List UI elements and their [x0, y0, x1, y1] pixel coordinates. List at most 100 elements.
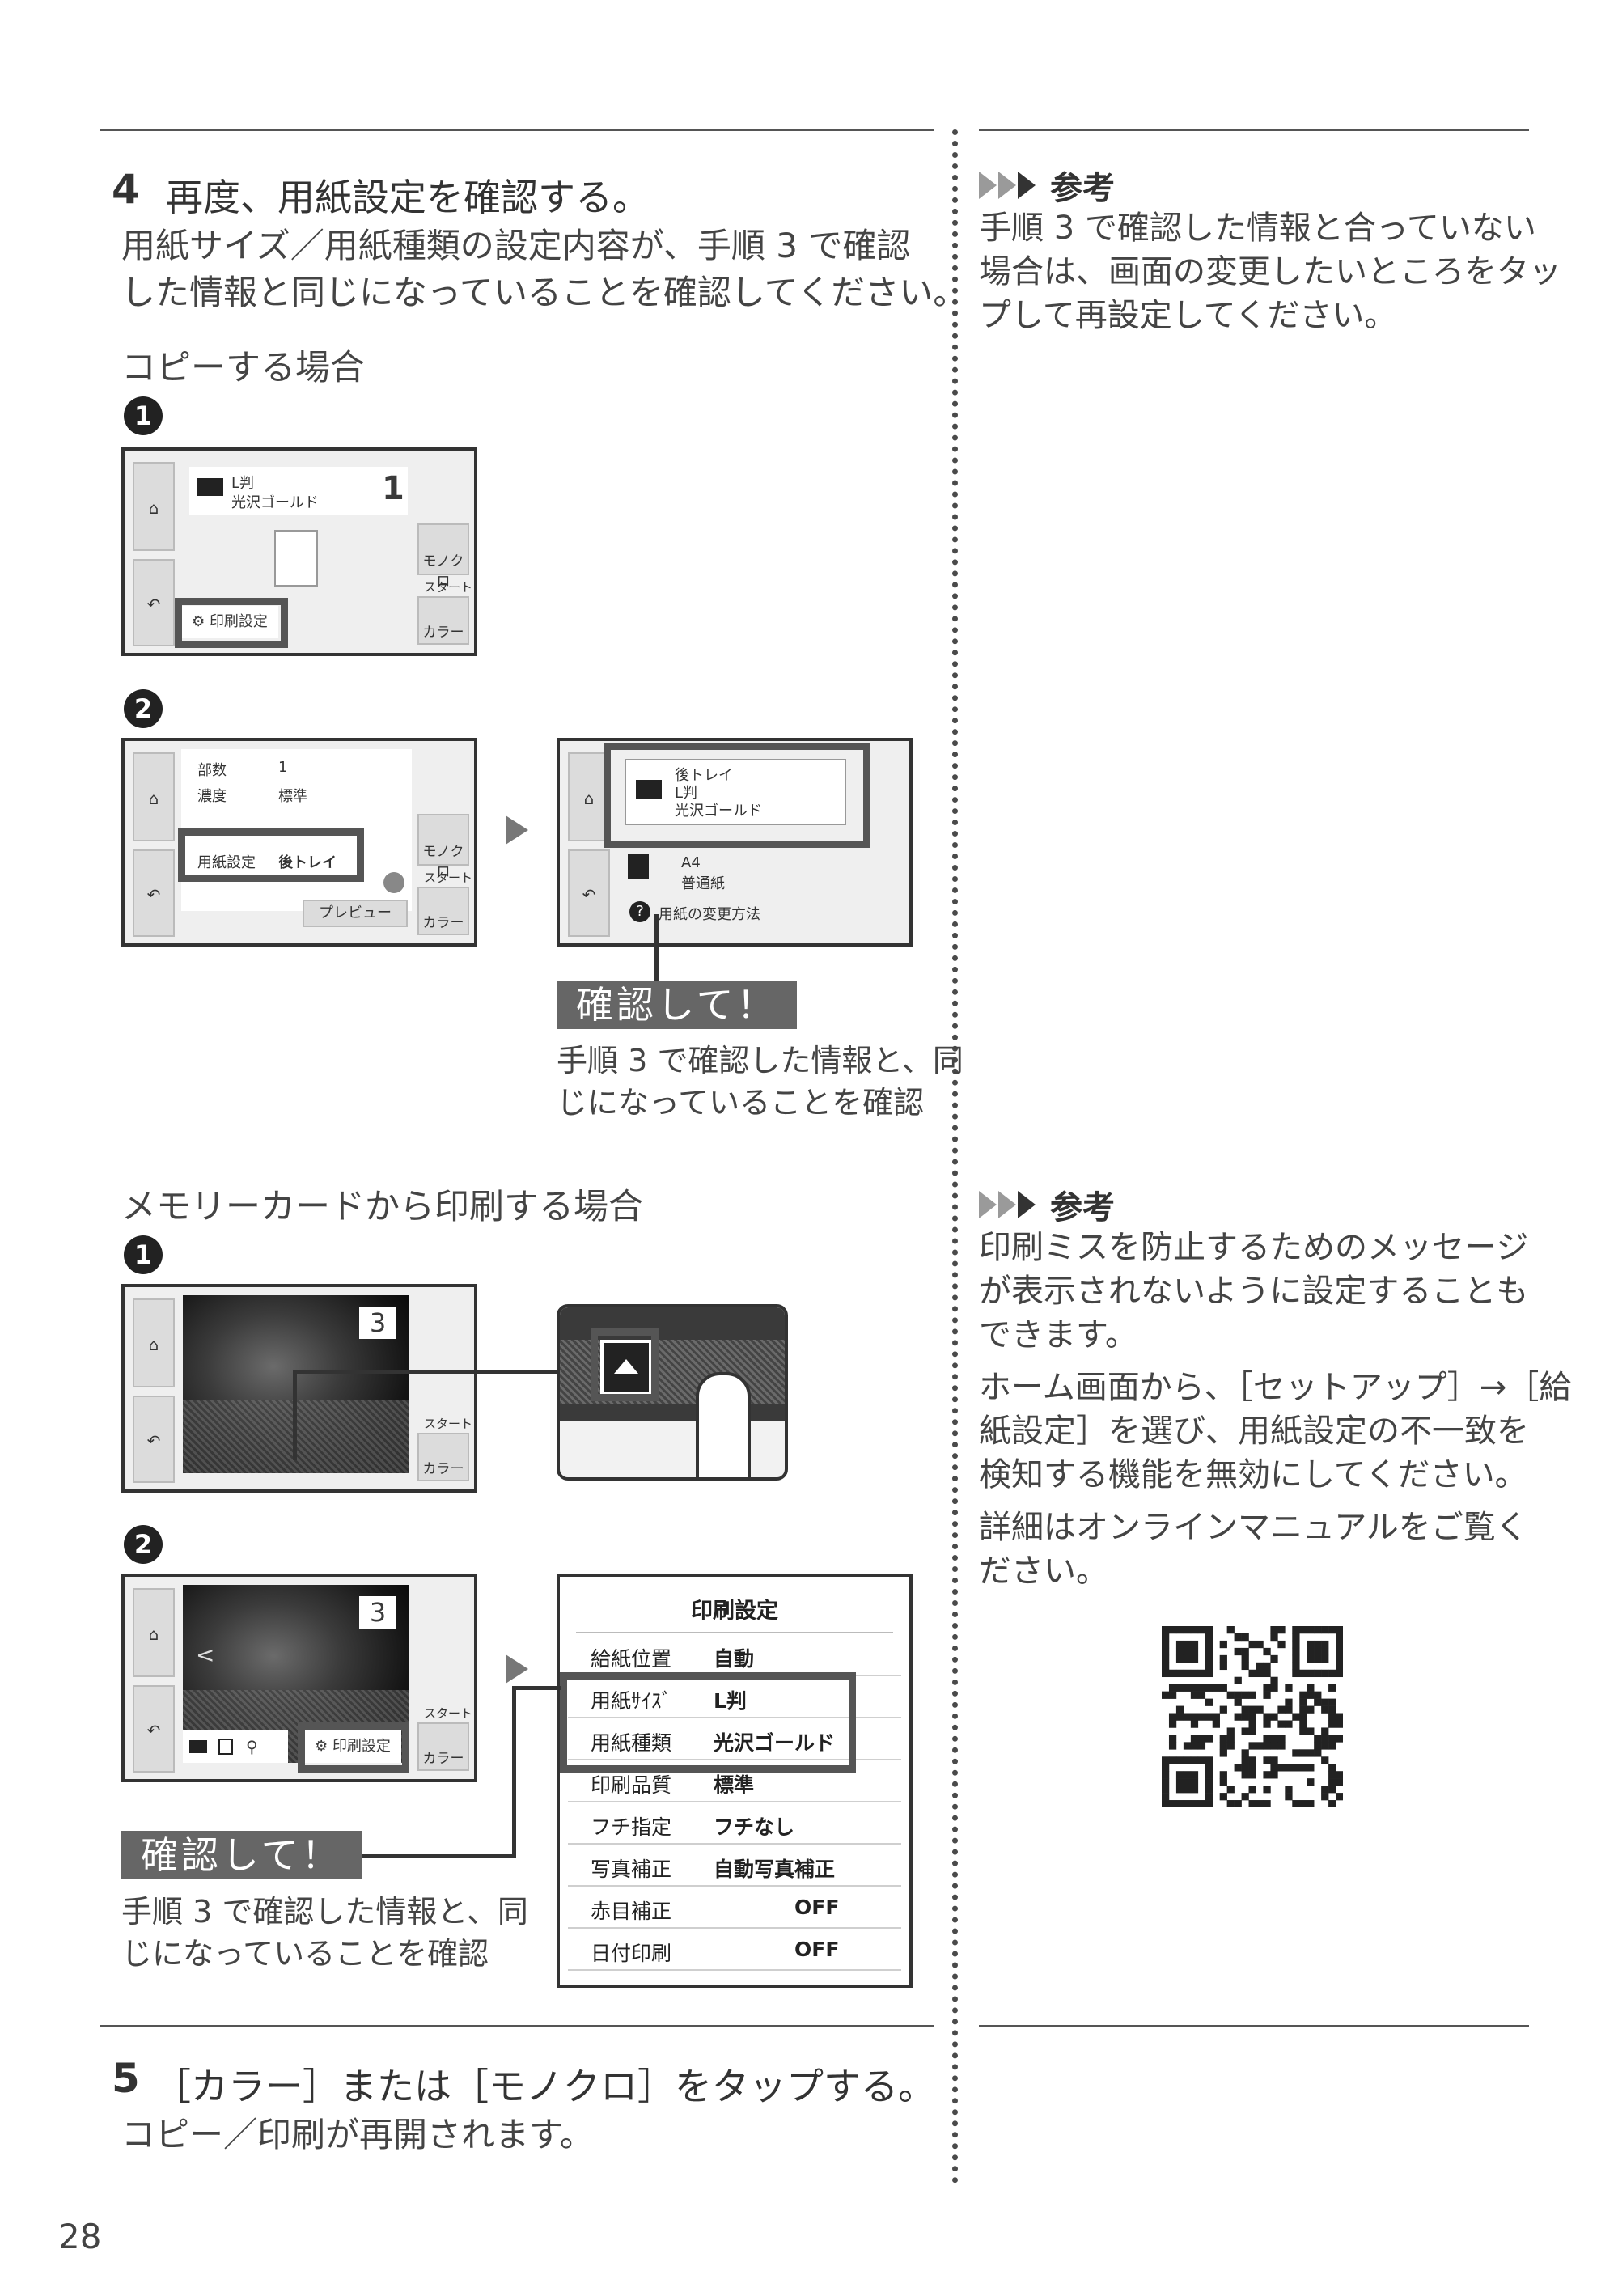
calendar-icon[interactable] — [218, 1739, 233, 1755]
display-mode-icon[interactable] — [189, 1740, 207, 1753]
copy-step1-marker: 1 — [124, 396, 163, 435]
home-icon: ⌂ — [148, 498, 159, 518]
up-arrow-icon — [614, 1359, 638, 1374]
note1-header: 参考 — [979, 162, 1115, 209]
settings-row-key: 給紙位置 — [591, 1647, 672, 1671]
gear-icon: ⚙ — [192, 613, 205, 630]
memory-step1-marker: 1 — [124, 1235, 163, 1274]
color-start-button[interactable]: カラー — [417, 1722, 469, 1771]
home-icon: ⌂ — [148, 1335, 159, 1354]
home-icon: ⌂ — [148, 1625, 159, 1644]
back-button[interactable]: ↶ — [568, 849, 610, 937]
zoom-icon[interactable]: ⚲ — [246, 1737, 258, 1756]
note2-p2-line2: 紙設定］を選び、用紙設定の不一致を — [979, 1413, 1529, 1450]
note2-header: 参考 — [979, 1181, 1115, 1228]
home-button[interactable]: ⌂ — [133, 752, 175, 841]
copy-confirm-label: 確認して！ — [557, 981, 797, 1029]
print-settings-button[interactable]: ⚙ 印刷設定 — [181, 606, 278, 638]
mono-start-button[interactable]: モノクロ — [417, 523, 469, 590]
note2-p2-line1: ホーム画面から、［セットアップ］→［給 — [979, 1369, 1572, 1406]
back-icon: ↶ — [146, 595, 161, 614]
callout-line-zoom-h — [293, 1370, 599, 1374]
note2-label: 参考 — [1050, 1189, 1115, 1226]
start-label: スタート — [424, 580, 473, 595]
settings-row-value: OFF — [794, 1938, 840, 1961]
home-button[interactable]: ⌂ — [133, 462, 175, 551]
home-button[interactable]: ⌂ — [568, 752, 610, 841]
copy-screen-3: ⌂ ↶ 後トレイ L判 光沢ゴールド A4 普通紙 ? 用紙の変更方法 — [557, 738, 913, 947]
copies-count[interactable]: 1 — [382, 470, 404, 507]
color-start-button[interactable]: カラー — [417, 596, 469, 645]
color-start-button[interactable]: カラー — [417, 1433, 469, 1481]
settings-row[interactable]: 用紙種類光沢ゴールド — [568, 1719, 901, 1760]
preview-button[interactable]: プレビュー — [303, 900, 408, 927]
settings-row[interactable]: フチ指定フチなし — [568, 1803, 901, 1845]
home-button[interactable]: ⌂ — [133, 1588, 175, 1677]
color-label: カラー — [422, 1461, 464, 1477]
settings-row[interactable]: 写真補正自動写真補正 — [568, 1845, 901, 1887]
copy-confirm-note-line2: じになっていることを確認 — [557, 1085, 925, 1120]
note1-label: 参考 — [1050, 170, 1115, 207]
highlight-tray-info — [604, 743, 870, 848]
step5-title: ［カラー］または［モノクロ］をタップする。 — [154, 2065, 935, 2108]
print-settings-button[interactable]: ⚙ 印刷設定 — [304, 1730, 401, 1763]
title-divider — [576, 1632, 893, 1633]
top-rule-right — [979, 129, 1529, 131]
tray2-type: 普通紙 — [681, 875, 725, 892]
qr-code[interactable] — [1162, 1626, 1343, 1807]
settings-row[interactable]: 給紙位置 自動 — [568, 1635, 901, 1676]
tray2-printer-icon — [628, 854, 649, 879]
paper-info-panel[interactable]: L判 光沢ゴールド — [189, 467, 408, 515]
step4-body-line2: した情報と同じになっていることを確認してください。 — [121, 273, 968, 312]
back-button[interactable]: ↶ — [133, 1396, 175, 1483]
column-separator — [952, 129, 958, 2184]
mono-label: モノクロ — [422, 844, 464, 880]
note1-line3: プして再設定してください。 — [979, 297, 1397, 334]
preview-label: プレビュー — [319, 904, 392, 921]
prev-photo-icon[interactable]: < — [196, 1642, 215, 1668]
row2-val: 標準 — [278, 788, 307, 805]
memory-confirm-label: 確認して！ — [121, 1831, 362, 1879]
home-button[interactable]: ⌂ — [133, 1298, 175, 1387]
copy-heading: コピーする場合 — [121, 348, 365, 388]
settings-row-key: 印刷品質 — [591, 1773, 672, 1797]
color-start-button[interactable]: カラー — [417, 887, 469, 935]
memory-confirm-note-line2: じになっていることを確認 — [121, 1936, 489, 1972]
printer-icon — [197, 478, 223, 496]
back-button[interactable]: ↶ — [133, 849, 175, 937]
note-chevron-icon — [979, 1191, 1037, 1218]
mono-start-button[interactable]: モノクロ — [417, 814, 469, 880]
row1-val: 1 — [278, 759, 288, 776]
settings-row-key: 用紙種類 — [591, 1731, 672, 1755]
highlight-paper-rows — [560, 1672, 856, 1773]
row3-key[interactable]: 用紙設定 — [197, 854, 256, 871]
start-label: スタート — [424, 871, 473, 885]
memory-step2-marker: 2 — [124, 1525, 163, 1564]
bottom-rule-right — [979, 2025, 1529, 2027]
row3-val[interactable]: 後トレイ — [278, 854, 337, 871]
back-button[interactable]: ↶ — [133, 1685, 175, 1773]
callout-line-copy — [654, 914, 659, 995]
arrow-right-icon — [506, 1654, 528, 1684]
help-icon[interactable]: ? — [629, 901, 650, 922]
back-icon: ↶ — [146, 885, 161, 904]
print-settings-label: 印刷設定 — [332, 1738, 391, 1755]
back-button[interactable]: ↶ — [133, 559, 175, 646]
up-arrow-button[interactable] — [600, 1340, 652, 1395]
tray1-panel[interactable]: 後トレイ L判 光沢ゴールド — [625, 759, 846, 825]
scroll-down-icon[interactable] — [383, 872, 404, 893]
help-text[interactable]: 用紙の変更方法 — [659, 906, 760, 923]
settings-row-value: 自動 — [714, 1647, 755, 1671]
settings-row-value: フチなし — [714, 1815, 795, 1839]
back-icon: ↶ — [582, 885, 596, 904]
highlight-up-arrow — [591, 1328, 659, 1401]
memory-confirm-note-line1: 手順 3 で確認した情報と、同 — [121, 1894, 528, 1930]
finger-icon — [696, 1372, 751, 1477]
note2-p1-line1: 印刷ミスを防止するためのメッセージ — [979, 1229, 1529, 1266]
settings-row-key: 用紙ｻｲｽﾞ — [591, 1689, 672, 1713]
settings-row[interactable]: 印刷品質標準 — [568, 1761, 901, 1802]
